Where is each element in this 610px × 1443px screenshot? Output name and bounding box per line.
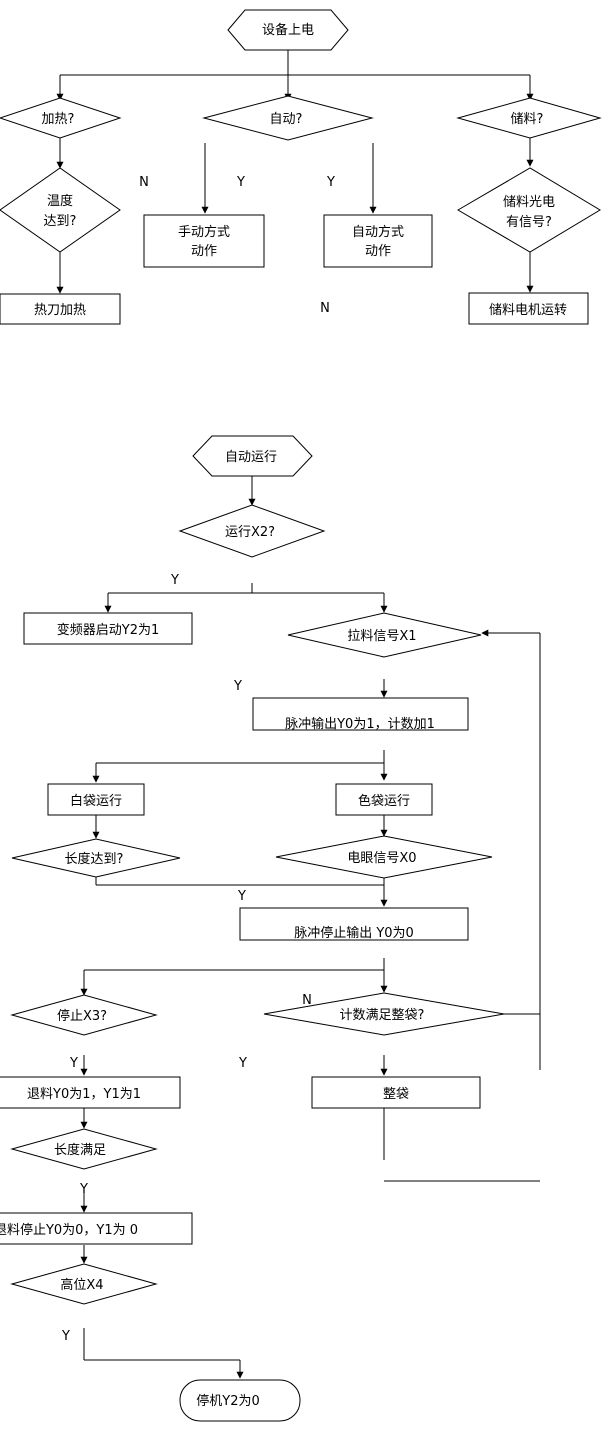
store-motor-label: 储料电机运转 [489,303,567,318]
blade-heat-label: 热刀加热 [34,303,86,318]
auto-decision-label: 自动? [270,112,303,127]
vfd-start-label: 变频器启动Y2为1 [57,622,159,638]
chart1-connectors [56,50,534,294]
branch-label-y: Y [69,1056,78,1071]
white-bag-box: 白袋运行 [47,783,145,816]
power-on-flowchart: 设备上电 加热? 自动? 储料? 温度 达到? 手动方式 动作 自动方式 动 [0,9,602,325]
store-motor-box: 储料电机运转 [468,292,589,325]
length-reached-decision: 长度达到? [11,838,181,878]
branch-label-y: Y [61,1329,70,1344]
auto-decision: 自动? [202,95,374,141]
retreat-stop-label: 退料停止Y0为0，Y1为 0 [0,1222,138,1238]
manual-mode-box: 手动方式 动作 [143,214,265,268]
blade-heat-box: 热刀加热 [0,293,121,325]
auto-run-flowchart: 自动运行 运行X2? Y 变频器启动Y2为1 拉料信号X1 Y 脉冲输出Y0为1… [0,435,541,1422]
store-photo-label-2: 有信号? [506,215,552,230]
auto-mode-box: 自动方式 动作 [323,214,433,268]
full-bag-box: 整袋 [311,1076,481,1109]
halt-label: 停机Y2为0 [196,1393,259,1409]
start-node-label: 设备上电 [262,22,314,38]
chart2-connectors [80,476,541,1379]
branch-label-n: N [139,175,149,190]
auto-run-node: 自动运行 [192,435,313,477]
retreat-stop-box: 退料停止Y0为0，Y1为 0 [0,1212,193,1245]
store-decision: 储料? [456,97,602,139]
count-full-decision: 计数满足整袋? [263,992,505,1036]
branch-label-y: Y [79,1182,88,1197]
eye-signal-decision: 电眼信号X0 [275,835,493,879]
halt-node: 停机Y2为0 [179,1379,301,1422]
stop-x3-decision: 停止X3? [10,994,158,1036]
store-photo-label-1: 储料光电 [503,195,555,210]
pulse-stop-box: 脉冲停止输出 Y0为0 [239,907,469,941]
temperature-decision-label-2: 达到? [44,214,77,229]
branch-label-y: Y [236,175,245,190]
length-reached-label: 长度达到? [65,851,124,867]
auto-run-label: 自动运行 [225,450,277,465]
full-bag-label: 整袋 [383,1087,409,1102]
retreat-label: 退料Y0为1，Y1为1 [27,1087,141,1102]
pulse-output-box: 脉冲输出Y0为1，计数加1 [252,697,469,732]
branch-label-y: Y [326,175,335,190]
heat-decision-label: 加热? [42,112,75,127]
start-node: 设备上电 [227,9,349,51]
branch-label-y: Y [238,1056,247,1071]
branch-label-y: Y [237,889,246,904]
pulse-stop-label: 脉冲停止输出 Y0为0 [294,925,414,941]
manual-mode-label-1: 手动方式 [178,224,230,240]
pulse-output-label: 脉冲输出Y0为1，计数加1 [285,716,435,732]
color-bag-box: 色袋运行 [335,783,433,816]
store-photo-decision: 储料光电 有信号? [457,167,601,253]
branch-label-n: N [302,993,312,1008]
run-x2-label: 运行X2? [225,525,275,540]
pull-signal-decision: 拉料信号X1 [287,612,482,658]
branch-label-y: Y [170,573,179,588]
vfd-start-box: 变频器启动Y2为1 [23,612,193,645]
manual-mode-label-2: 动作 [191,244,217,259]
temperature-decision: 温度 达到? [0,167,121,253]
store-decision-label: 储料? [511,112,544,127]
heat-decision: 加热? [0,97,122,139]
length-full-label: 长度满足 [54,1142,106,1158]
branch-label-n: N [320,301,330,316]
high-x4-label: 高位X4 [60,1277,103,1293]
temperature-decision-label-1: 温度 [47,193,73,209]
eye-signal-label: 电眼信号X0 [347,851,416,866]
auto-mode-label-2: 动作 [365,244,391,259]
count-full-label: 计数满足整袋? [340,1008,425,1023]
length-full-decision: 长度满足 [10,1128,158,1170]
retreat-box: 退料Y0为1，Y1为1 [0,1076,181,1109]
white-bag-label: 白袋运行 [70,793,122,809]
color-bag-label: 色袋运行 [358,793,410,809]
branch-label-y: Y [233,679,242,694]
high-x4-decision: 高位X4 [10,1263,158,1305]
run-x2-decision: 运行X2? [178,504,326,558]
pull-signal-label: 拉料信号X1 [347,629,416,644]
auto-mode-label-1: 自动方式 [352,224,404,240]
stop-x3-label: 停止X3? [57,1008,107,1024]
